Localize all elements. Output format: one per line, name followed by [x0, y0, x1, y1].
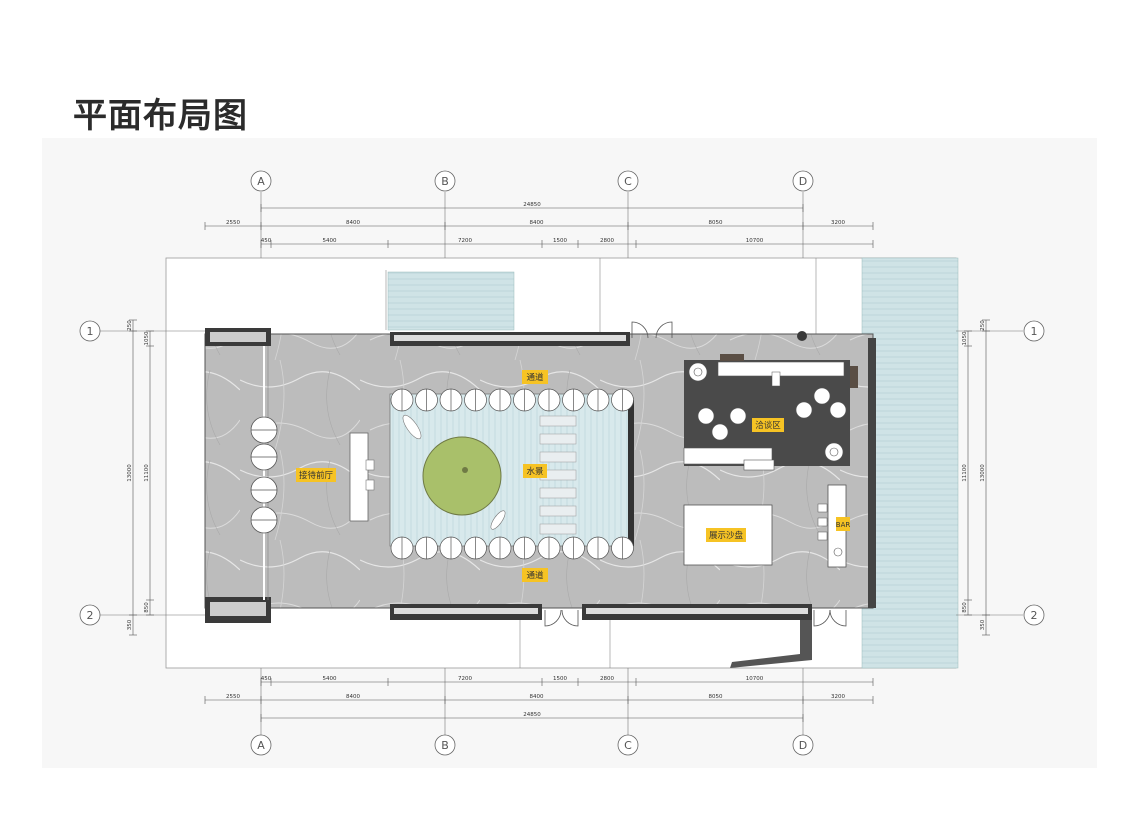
dim-left-outer: 250 [127, 320, 133, 331]
dim-bottom-grid: 2550 [226, 694, 240, 700]
axis-label: A [257, 175, 265, 188]
axis-label: 1 [87, 325, 94, 338]
label-passage-bottom: 通道 [522, 568, 548, 582]
plant-box-top [720, 354, 744, 361]
axis-label: C [624, 175, 632, 188]
dim-top-grid: 8050 [709, 220, 723, 226]
dim-top-detail: 7200 [458, 238, 472, 244]
dim-bottom-grid: 8050 [709, 694, 723, 700]
exterior-pool-right [861, 257, 959, 669]
wall-corner-bottom-right [730, 620, 812, 668]
svg-text:通道: 通道 [526, 570, 544, 581]
dim-right-outer: 350 [980, 619, 986, 630]
axis-bubble-2 [1023, 604, 1045, 626]
dim-top-grid: 8400 [346, 220, 360, 226]
plant-box-right [850, 366, 858, 388]
label-reception: 接待前厅 [296, 468, 336, 482]
svg-text:水景: 水景 [526, 466, 543, 477]
label-bar: BAR [836, 517, 851, 531]
reception-desk [349, 432, 369, 522]
label-model: 展示沙盘 [706, 528, 746, 542]
sofa-back [717, 361, 845, 377]
axis-bubble-a [250, 734, 272, 756]
svg-text:BAR: BAR [836, 521, 851, 529]
pool-columns-bottom [390, 536, 634, 560]
page-title: 平面布局图 [73, 96, 248, 136]
dim-bottom-detail: 5400 [323, 676, 337, 682]
stepping-stones [539, 415, 577, 535]
axis-bubble-c [617, 170, 639, 192]
axis-label: D [799, 175, 807, 188]
exterior-pool-top [387, 271, 515, 331]
axis-bubble-1 [79, 320, 101, 342]
axis-bubble-c [617, 734, 639, 756]
dim-right-inner: 1050 [962, 331, 968, 345]
axis-label: C [624, 739, 632, 752]
dim-right-outer: 13000 [980, 464, 986, 482]
dim-left-inner: 11100 [144, 464, 150, 482]
bar-stools [817, 503, 828, 541]
axis-label: A [257, 739, 265, 752]
axis-bubble-2 [79, 604, 101, 626]
dim-top-detail: 1500 [553, 238, 567, 244]
dim-bottom-total: 24850 [523, 712, 541, 718]
dim-bottom-grid: 3200 [831, 694, 845, 700]
label-passage-top: 通道 [522, 370, 548, 384]
dim-bottom-grid: 8400 [346, 694, 360, 700]
label-water-feature: 水景 [523, 464, 547, 478]
negotiation-chairs [688, 362, 847, 462]
door-bottom-b [813, 609, 831, 627]
dim-top-grid: 2550 [226, 220, 240, 226]
axis-bubble-d [792, 170, 814, 192]
dim-left-inner: 1050 [144, 331, 150, 345]
door-top-left-leaf [631, 321, 649, 339]
svg-text:洽谈区: 洽谈区 [755, 420, 781, 431]
axis-bubble-a [250, 170, 272, 192]
dim-bottom-detail: 2800 [600, 676, 614, 682]
column-marker [797, 331, 807, 341]
dim-bottom-grid: 8400 [530, 694, 544, 700]
axis-bubble-b [434, 734, 456, 756]
dimension-layer: 24850 2550 8400 8400 8050 3200 450 5400 7200 1500… [127, 202, 990, 722]
axis-bubble-b [434, 170, 456, 192]
axis-label: D [799, 739, 807, 752]
dim-bottom-detail: 7200 [458, 676, 472, 682]
dim-top-detail: 450 [261, 238, 272, 244]
dim-bottom-detail: 1500 [553, 676, 567, 682]
pool-columns-top [390, 388, 634, 412]
planted-island [422, 436, 502, 516]
axis-label: 1 [1031, 325, 1038, 338]
dim-right-inner: 11100 [962, 464, 968, 482]
stone-left [402, 414, 422, 440]
axis-label: 2 [1031, 609, 1038, 622]
dim-right-inner: 850 [962, 602, 968, 613]
dim-bottom-detail: 450 [261, 676, 272, 682]
dim-top-detail: 10700 [746, 238, 764, 244]
axis-bubble-d [792, 734, 814, 756]
axis-bubble-1 [1023, 320, 1045, 342]
svg-text:展示沙盘: 展示沙盘 [709, 530, 744, 541]
axis-label: 2 [87, 609, 94, 622]
label-negotiation: 洽谈区 [752, 418, 784, 432]
stone-right [490, 510, 506, 530]
dim-left-inner: 850 [144, 602, 150, 613]
axis-label: B [441, 739, 449, 752]
dim-bottom-detail: 10700 [746, 676, 764, 682]
door-top-right-leaf [655, 321, 673, 339]
dim-top-grid: 8400 [530, 220, 544, 226]
dim-top-total: 24850 [523, 202, 541, 208]
door-bottom-a [544, 609, 562, 627]
axis-label: B [441, 175, 449, 188]
dim-left-outer: 13000 [127, 464, 133, 482]
reception-screen [250, 416, 278, 534]
svg-text:接待前厅: 接待前厅 [299, 470, 334, 481]
dim-top-grid: 3200 [831, 220, 845, 226]
svg-text:通道: 通道 [526, 372, 544, 383]
dim-top-detail: 5400 [323, 238, 337, 244]
wall-right [868, 338, 876, 608]
dim-left-outer: 350 [127, 619, 133, 630]
dim-right-outer: 250 [980, 320, 986, 331]
dim-top-detail: 2800 [600, 238, 614, 244]
